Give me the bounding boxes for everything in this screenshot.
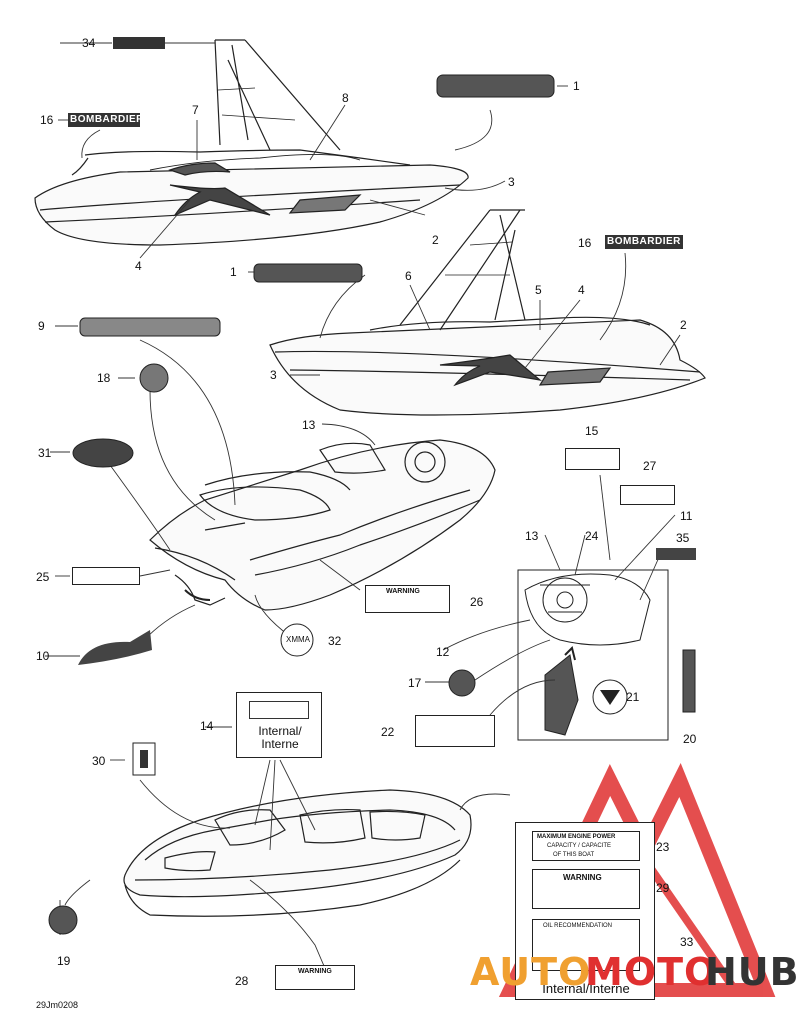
- callout-23: 23: [656, 840, 670, 854]
- callout-29: 29: [656, 881, 670, 895]
- callout-2b: 2: [680, 318, 687, 332]
- decal-20: [682, 649, 696, 713]
- helm-inset: [517, 569, 669, 741]
- watermark-hub: HUB: [705, 950, 800, 994]
- callout-19: 19: [57, 954, 71, 968]
- callout-30: 30: [92, 754, 106, 768]
- callout-2: 2: [432, 233, 439, 247]
- callout-3: 3: [508, 175, 515, 189]
- decal-26-warning: WARNING: [386, 588, 420, 595]
- decal-26: WARNING: [365, 585, 450, 613]
- callout-11: 11: [680, 509, 693, 523]
- bombardier-decal-top: BOMBARDIER: [70, 114, 144, 125]
- decal-artwork: [48, 37, 696, 935]
- watermark-moto: MOTO: [585, 950, 718, 994]
- label-23-line2: CAPACITY / CAPACITE: [547, 843, 612, 849]
- decal-27: [620, 485, 675, 505]
- callout-16b: 16: [578, 236, 592, 250]
- leader-lines: [45, 42, 681, 981]
- callout-31: 31: [38, 446, 52, 460]
- decal-19: [48, 905, 78, 935]
- callout-13b: 13: [525, 529, 539, 543]
- callout-5: 5: [535, 283, 542, 297]
- labels-panel: MAXIMUM ENGINE POWER CAPACITY / CAPACITE…: [515, 822, 655, 1000]
- boat-top-view: [123, 789, 472, 917]
- internal-label-14: Internal/ Interne: [258, 724, 302, 751]
- decal-1-middle: [253, 263, 363, 283]
- badge-32-text: XMMA: [286, 635, 310, 644]
- callout-21: 21: [626, 690, 640, 704]
- decal-32: [280, 623, 314, 657]
- label-33-line1: OIL RECOMMENDATION: [543, 923, 613, 929]
- bombardier-decal-middle: BOMBARDIER: [607, 236, 681, 247]
- decal-18: [139, 363, 169, 393]
- callout-8: 8: [342, 91, 349, 105]
- callout-13: 13: [302, 418, 316, 432]
- figure-code: 29Jm0208: [36, 1000, 79, 1010]
- label-14-panel: Internal/ Interne: [236, 692, 322, 758]
- callout-14: 14: [200, 719, 214, 733]
- callout-27: 27: [643, 459, 657, 473]
- boat-rear-view: [149, 439, 496, 611]
- callout-16: 16: [40, 113, 54, 127]
- callout-4b: 4: [578, 283, 585, 297]
- decal-22: [415, 715, 495, 747]
- callout-35: 35: [676, 531, 690, 545]
- callout-12: 12: [436, 645, 450, 659]
- decal-35: [656, 548, 696, 560]
- decal-16-middle: [605, 235, 683, 249]
- callout-32: 32: [328, 634, 342, 648]
- label-29-warning: WARNING: [563, 873, 602, 882]
- label-33: OIL RECOMMENDATION: [532, 919, 640, 971]
- decal-15: [565, 448, 620, 470]
- label-29: WARNING: [532, 869, 640, 909]
- decal-9: [79, 317, 221, 337]
- decal-25: [72, 567, 140, 585]
- label-23: MAXIMUM ENGINE POWER CAPACITY / CAPACITE…: [532, 831, 640, 861]
- callout-4: 4: [135, 259, 142, 273]
- callout-17: 17: [408, 676, 422, 690]
- callout-9: 9: [38, 319, 45, 333]
- callout-20: 20: [683, 732, 697, 746]
- callout-24: 24: [585, 529, 599, 543]
- boat-side-view-middle: [269, 209, 706, 416]
- decal-28: WARNING: [275, 965, 355, 990]
- decal-34: [113, 37, 165, 49]
- decal-16-top: [68, 113, 140, 127]
- callout-26: 26: [470, 595, 484, 609]
- callout-1b: 1: [230, 265, 237, 279]
- callout-3b: 3: [270, 368, 277, 382]
- decal-1-top: [436, 74, 555, 98]
- callout-22: 22: [381, 725, 395, 739]
- callout-1: 1: [573, 79, 580, 93]
- callout-15: 15: [585, 424, 599, 438]
- callout-28: 28: [235, 974, 249, 988]
- callout-7: 7: [192, 103, 199, 117]
- callout-34: 34: [82, 36, 96, 50]
- decal-10: [78, 630, 152, 665]
- callout-33: 33: [680, 935, 694, 949]
- watermark-auto: AUTO: [470, 950, 592, 994]
- decal-31: [72, 438, 134, 468]
- decal-17: [448, 669, 476, 697]
- callout-10: 10: [36, 649, 50, 663]
- boat-side-view-top: [34, 39, 469, 246]
- callout-25: 25: [36, 570, 50, 584]
- label-23-line3: OF THIS BOAT: [553, 852, 595, 858]
- internal-label-bottom: Internal/Interne: [542, 981, 630, 996]
- callout-18: 18: [97, 371, 111, 385]
- decal-28-warning: WARNING: [298, 968, 332, 975]
- callout-6: 6: [405, 269, 412, 283]
- label-23-line1: MAXIMUM ENGINE POWER: [537, 834, 616, 840]
